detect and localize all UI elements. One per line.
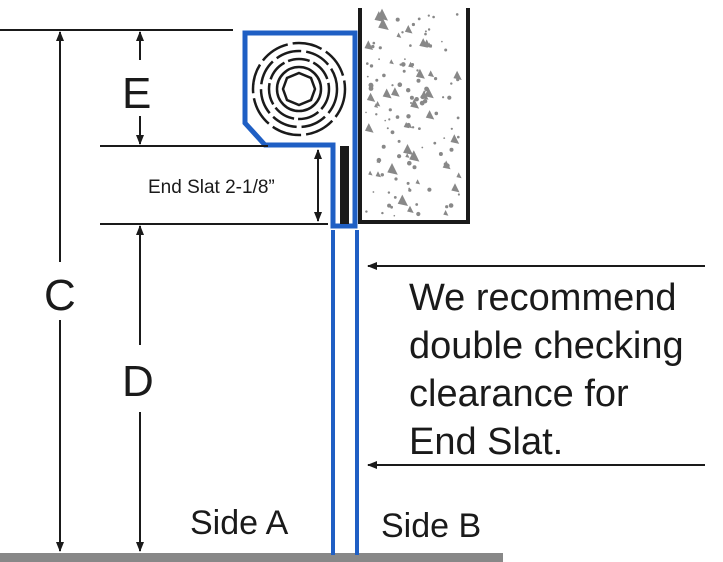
end-slat <box>340 146 349 224</box>
side-b-label: Side B <box>381 507 482 545</box>
end-slat-label: End Slat 2-1/8” <box>148 177 275 198</box>
dimension-d-label: D <box>122 357 154 406</box>
wall-texture <box>364 8 462 217</box>
note-line: We recommend <box>409 277 677 319</box>
floor-line <box>0 553 503 562</box>
note-line: End Slat. <box>409 421 564 463</box>
note-line: clearance for <box>409 373 629 415</box>
dimension-e-label: E <box>122 69 152 118</box>
dimension-c-label: C <box>44 271 76 320</box>
roller-housing <box>242 30 358 229</box>
side-a-label: Side A <box>190 504 289 542</box>
wall-block <box>358 8 470 224</box>
clearance-note: We recommend double checking clearance f… <box>409 274 719 466</box>
note-line: double checking <box>409 325 684 367</box>
reference-lines <box>0 29 328 225</box>
coil-icon <box>251 41 347 137</box>
